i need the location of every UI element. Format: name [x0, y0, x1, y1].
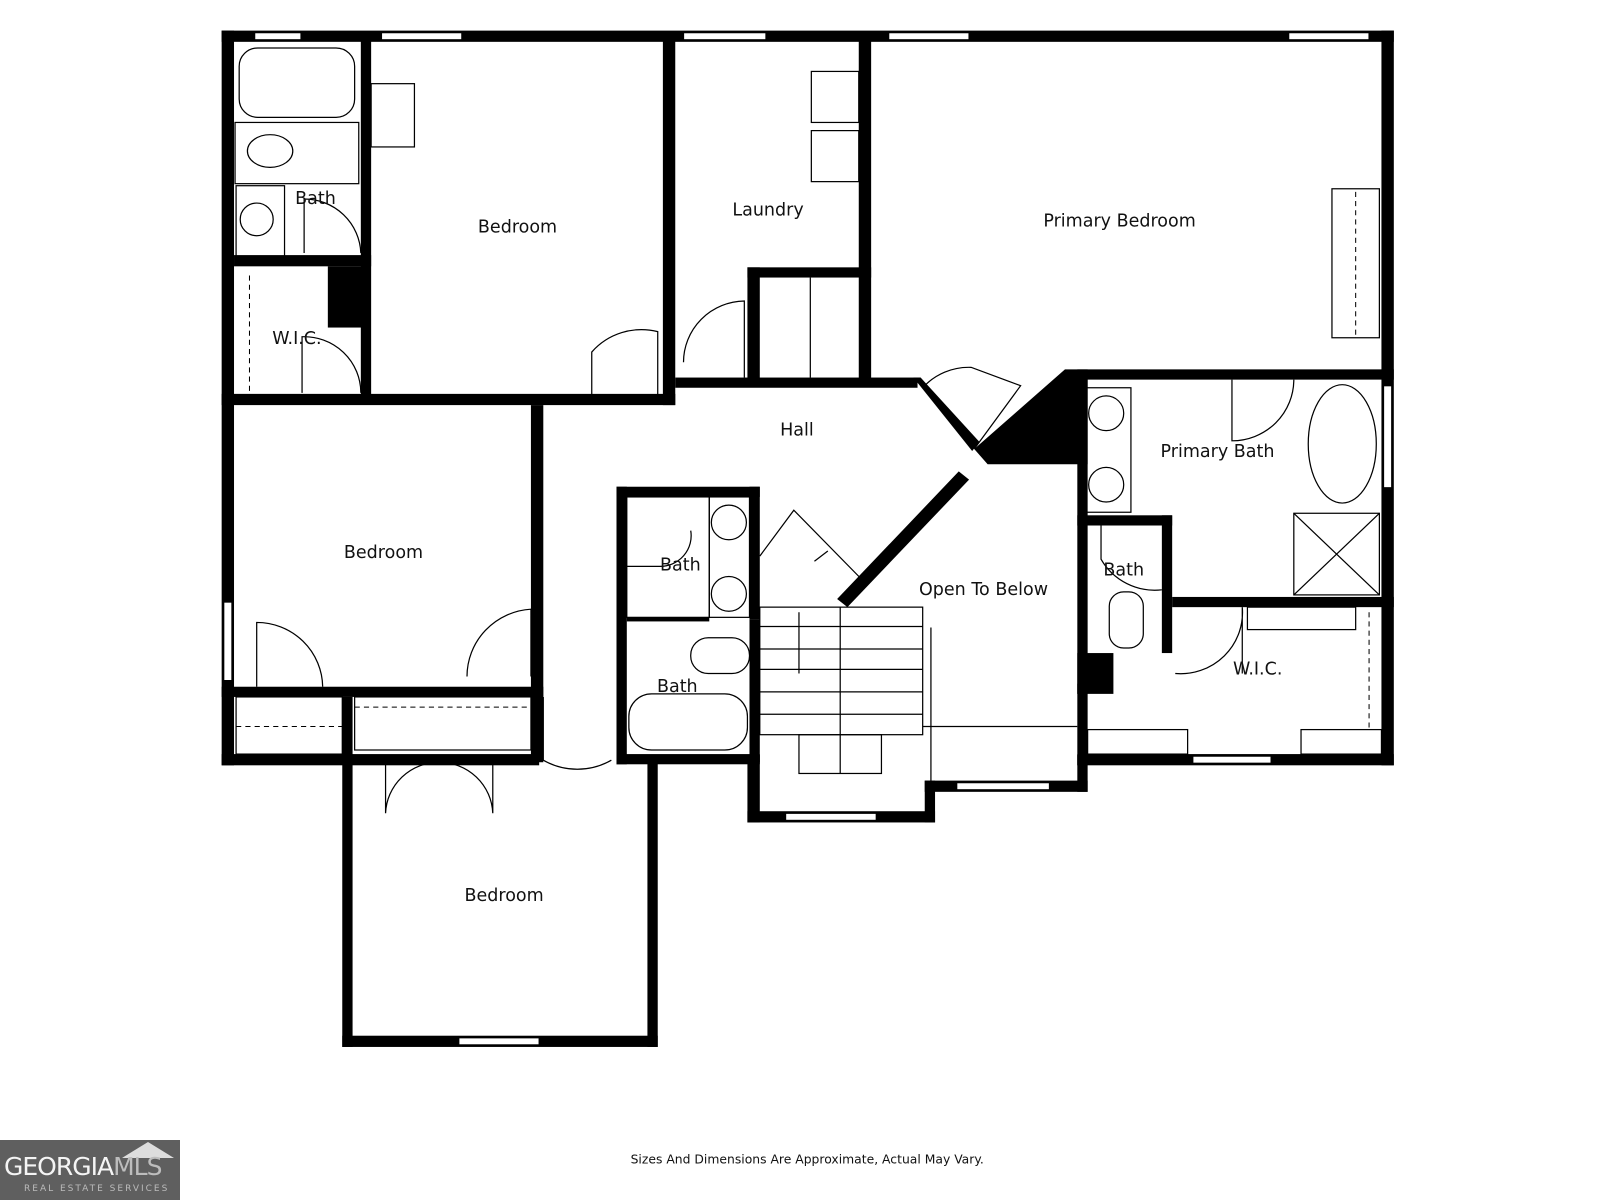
toilet-icon — [1108, 591, 1144, 649]
room-label-bedroom: Bedroom — [344, 543, 423, 563]
room-label-open-to-below: Open To Below — [919, 580, 1048, 600]
room-label-bath: Bath — [295, 189, 336, 209]
room-label-bath: Bath — [660, 555, 701, 575]
toilet-icon — [246, 134, 294, 168]
logo-brand-primary: GEORGIA — [4, 1152, 114, 1181]
fixtures — [234, 47, 1383, 814]
room-label-wic: W.I.C. — [1233, 660, 1282, 680]
bathtub-icon — [628, 693, 749, 751]
logo-wordmark: GEORGIAMLS — [4, 1152, 162, 1181]
georgia-mls-logo: GEORGIAMLS REAL ESTATE SERVICES — [0, 1140, 180, 1200]
room-label-primary-bedroom: Primary Bedroom — [1043, 212, 1195, 232]
room-label-laundry: Laundry — [732, 200, 803, 220]
room-label-bedroom: Bedroom — [478, 218, 557, 238]
walls — [221, 30, 1394, 1047]
room-label-bedroom: Bedroom — [465, 886, 544, 906]
room-label-bath: Bath — [1103, 561, 1144, 581]
disclaimer: Sizes And Dimensions Are Approximate, Ac… — [631, 1152, 984, 1166]
sink-icon — [239, 202, 274, 237]
windows — [223, 32, 1393, 1046]
staircase — [759, 509, 1078, 781]
room-labels: Bath Bedroom Laundry Primary Bedroom W.I… — [272, 189, 1282, 906]
room-label-primary-bath: Primary Bath — [1161, 442, 1275, 462]
logo-brand-secondary: MLS — [113, 1152, 162, 1181]
shower-icon — [1293, 512, 1380, 596]
room-label-hall: Hall — [780, 421, 814, 441]
roof-icon — [122, 1142, 174, 1158]
bathtub-icon — [238, 47, 356, 118]
logo-tagline: REAL ESTATE SERVICES — [24, 1184, 170, 1194]
room-label-wic: W.I.C. — [272, 329, 321, 349]
room-label-bath: Bath — [657, 677, 698, 697]
